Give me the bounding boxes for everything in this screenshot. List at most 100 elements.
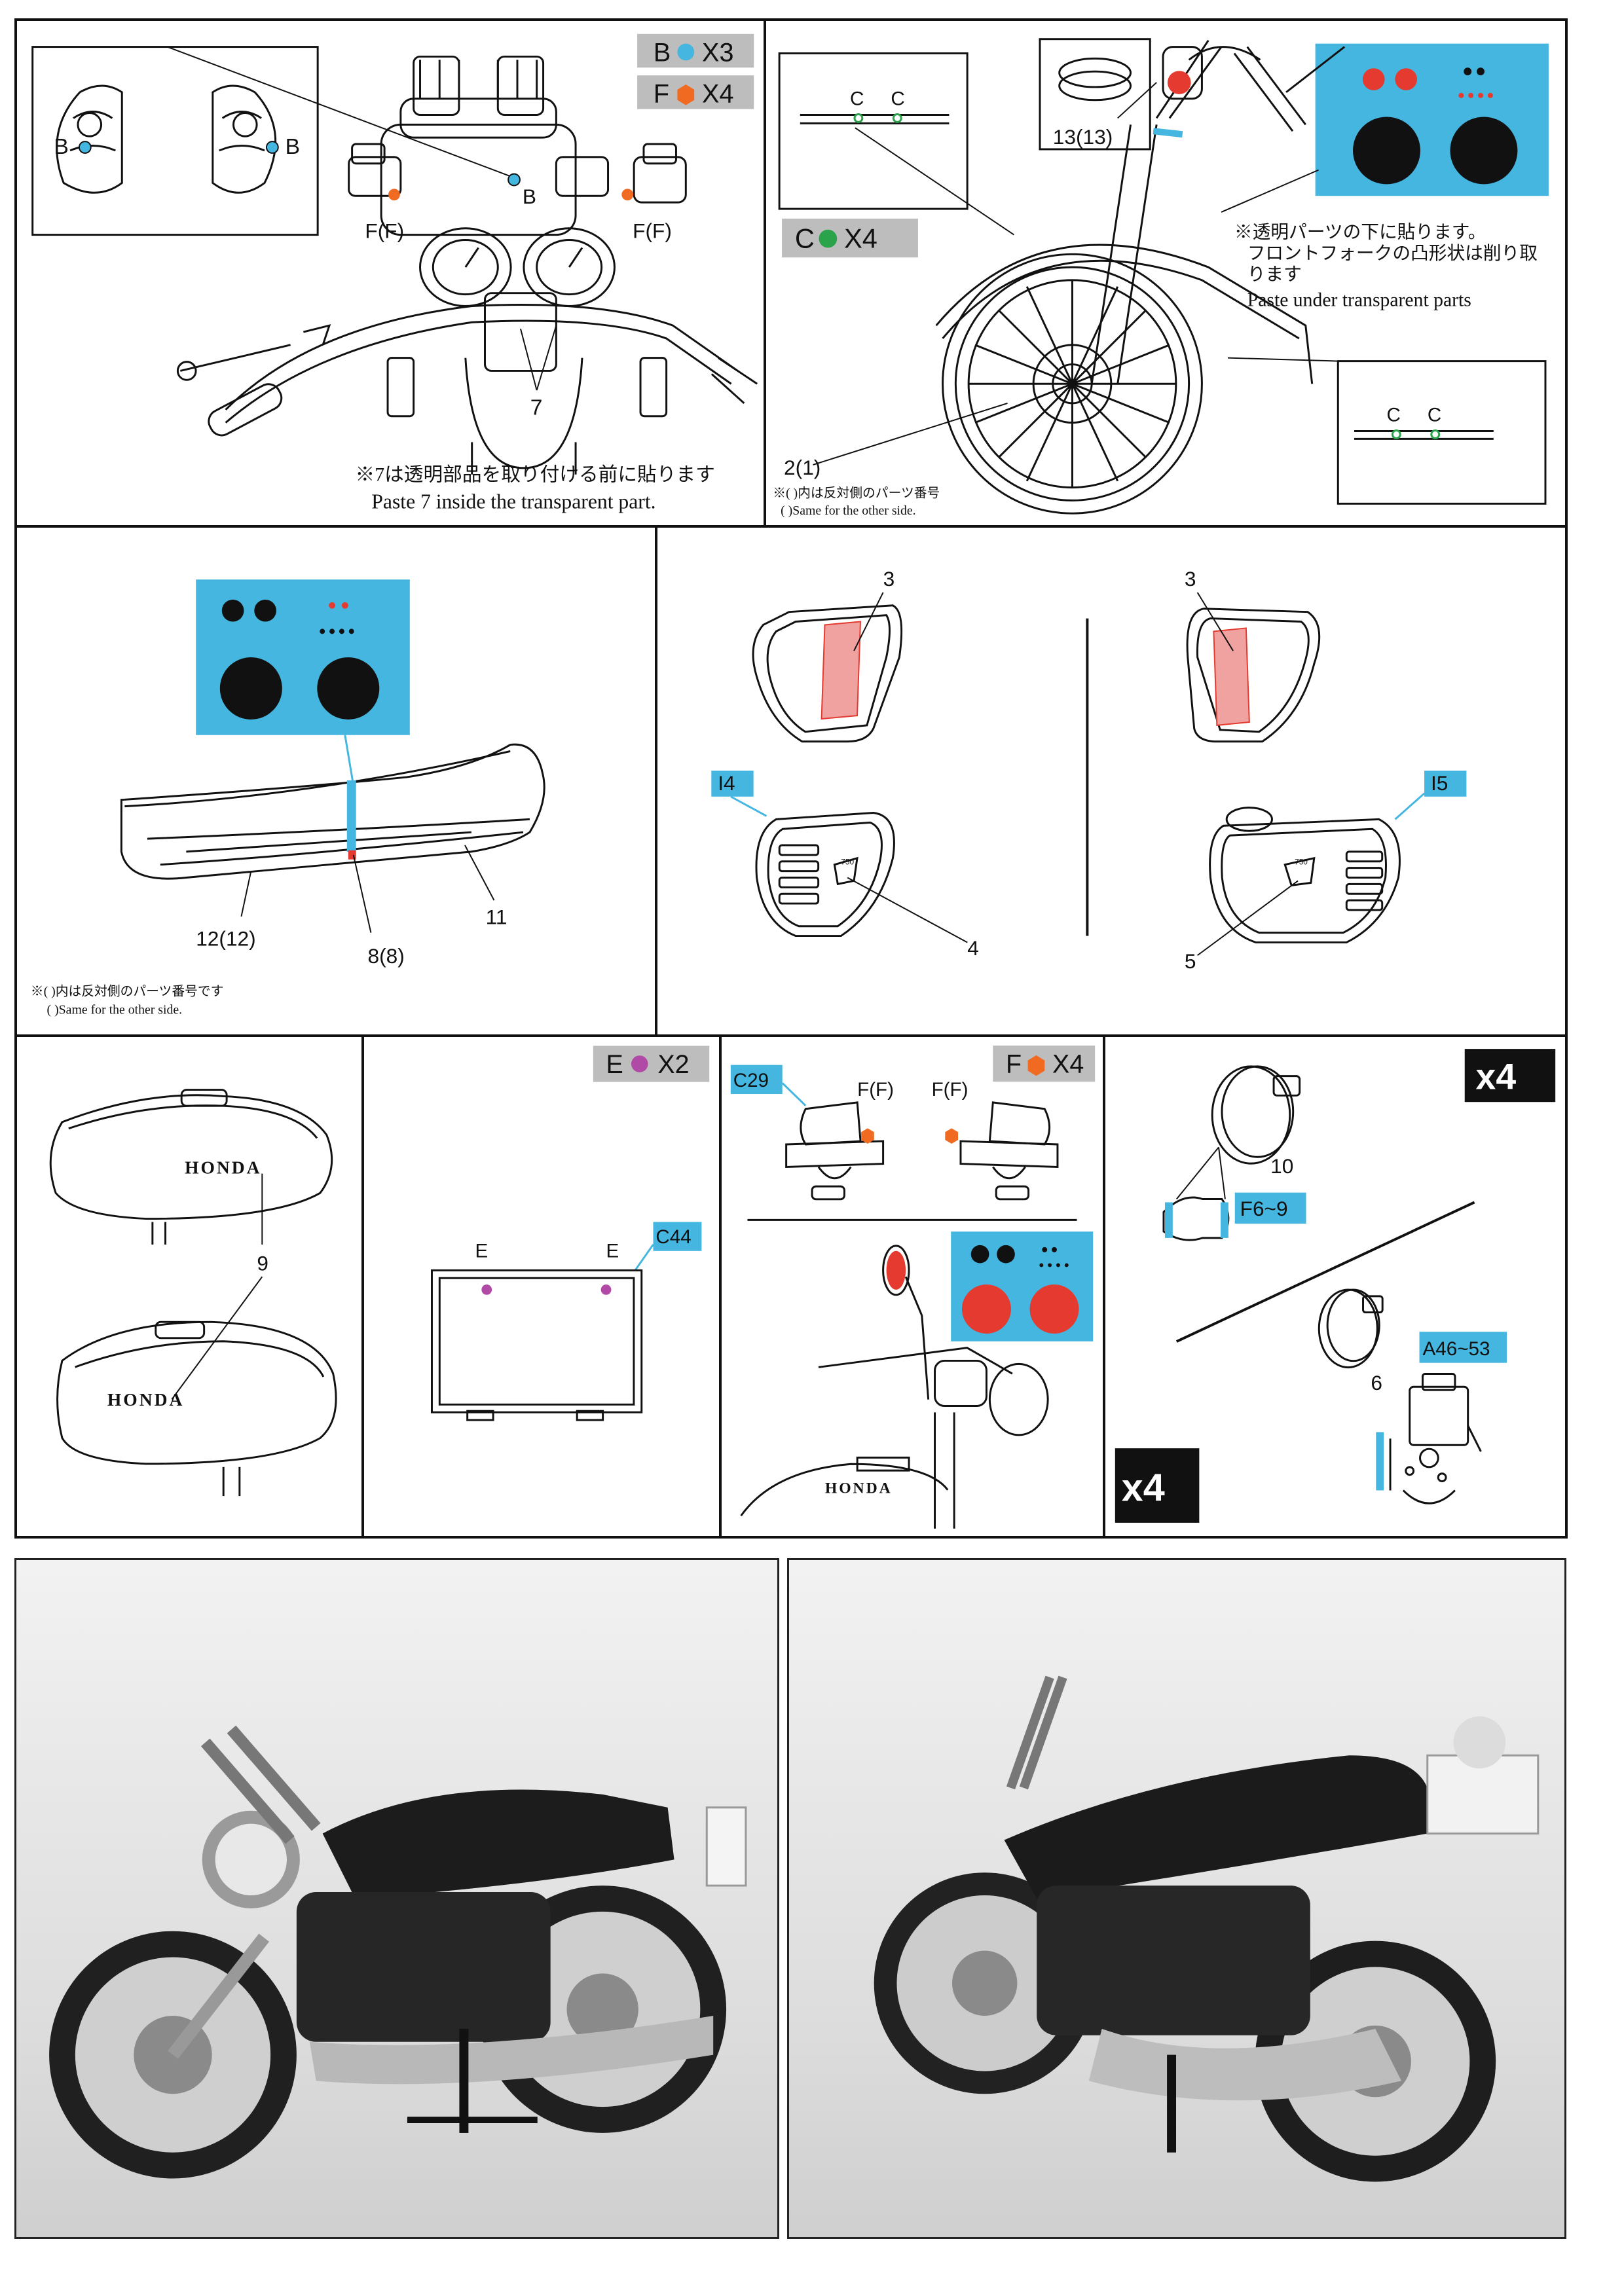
step-panel-side-covers: 3 3 I4 750 4 I5 750 5 <box>655 525 1568 1037</box>
label-b: B <box>286 135 300 159</box>
f6-band <box>1164 1202 1173 1238</box>
c-marker <box>853 113 864 123</box>
label-c: C <box>1428 405 1441 426</box>
brand-tank: HONDA <box>825 1480 893 1497</box>
tag-c29 <box>730 1065 783 1095</box>
side-note-en: ( )Same for the other side. <box>781 503 916 518</box>
note-jp-3: ります <box>1247 264 1302 284</box>
count-f: X4 <box>1052 1049 1084 1078</box>
side-note-en: ( )Same for the other side. <box>47 1002 183 1017</box>
step-panel-seat: 12(12) 8(8) 11 ※( )内は反対側のパーツ番号です ( )Same… <box>14 525 657 1037</box>
multiplier-badge <box>1464 1049 1556 1102</box>
left-side-frame <box>752 604 903 743</box>
label-5: 5 <box>1185 949 1196 973</box>
seat-strip-decal <box>346 780 356 852</box>
brand-upper: HONDA <box>185 1157 261 1178</box>
part-e: E <box>606 1050 623 1079</box>
label-11: 11 <box>486 905 507 929</box>
left-side-cover <box>755 812 895 938</box>
label-7: 7 <box>530 396 543 420</box>
right-side-frame <box>1186 608 1321 743</box>
f-nut-marker <box>388 189 400 201</box>
a46-band <box>1376 1432 1384 1491</box>
part-f: F <box>654 80 669 109</box>
leader-line <box>167 46 511 177</box>
assembled-model-photo-left <box>14 1558 779 2239</box>
plate-frame <box>430 1269 643 1421</box>
tag-i4 <box>711 771 754 797</box>
label-4: 4 <box>967 936 979 960</box>
part-c: C <box>795 223 815 253</box>
label-ff-left: F(F) <box>365 219 404 243</box>
clamp-10 <box>1211 1065 1301 1165</box>
divider <box>1175 1201 1475 1343</box>
decal-3-left <box>821 621 861 720</box>
label-ff-right: F(F) <box>633 219 672 243</box>
label-e-left: E <box>475 1241 488 1262</box>
f-nut-marker <box>861 1128 874 1144</box>
label-2: 2(1) <box>784 456 821 479</box>
tag-a46 <box>1419 1332 1507 1363</box>
multiplier-top: x4 <box>1476 1056 1517 1097</box>
label-9: 9 <box>257 1251 268 1275</box>
b-screw-marker <box>265 141 279 154</box>
part-a46: A46~53 <box>1422 1338 1490 1360</box>
f-nut-marker <box>945 1128 959 1144</box>
label-10: 10 <box>1270 1154 1293 1178</box>
c-marker <box>1391 429 1401 439</box>
label-3-left: 3 <box>883 567 895 591</box>
tag-b <box>637 33 754 68</box>
note-jp-1: ※透明パーツの下に貼ります。 <box>1234 222 1486 242</box>
label-c: C <box>891 88 904 110</box>
b-screw-marker <box>507 173 521 187</box>
ring-13-marker <box>1153 128 1183 138</box>
label-e-right: E <box>606 1241 619 1262</box>
motorcycle-photo-right <box>874 1675 1540 2182</box>
step-panel-signals: F X4 C29 F(F) F(F) HONDA <box>719 1034 1105 1539</box>
count-c: X4 <box>844 223 877 253</box>
b-screw-marker <box>78 141 92 154</box>
f-nut-icon <box>1027 1055 1045 1076</box>
left-switch-housing <box>56 84 123 194</box>
note-jp-2: フロントフォークの凸形状は削り取 <box>1247 243 1538 263</box>
part-i4: I4 <box>718 771 735 795</box>
tag-f <box>637 75 754 109</box>
label-8: 8(8) <box>367 944 404 968</box>
f-nut-icon <box>677 84 695 105</box>
clamp-bracket <box>1389 1372 1482 1504</box>
brand-lower: HONDA <box>107 1389 184 1410</box>
label-6: 6 <box>1371 1371 1382 1394</box>
badge-750: 750 <box>1295 858 1308 867</box>
e-screw-marker <box>481 1285 492 1295</box>
step-panel-meters: B B B X3 F X4 <box>14 18 766 528</box>
step-panel-plate: E X2 C44 E E <box>361 1034 722 1539</box>
tag-i5 <box>1424 771 1467 797</box>
mirror-and-tank <box>740 1245 1049 1529</box>
tag-e <box>593 1046 710 1082</box>
part-c44: C44 <box>655 1226 691 1248</box>
clamp-6 <box>1318 1288 1384 1369</box>
label-b: B <box>54 135 68 159</box>
count-b: X3 <box>702 38 733 67</box>
inset-box-c-lower <box>1337 360 1547 505</box>
multiplier-bottom: x4 <box>1122 1465 1165 1509</box>
part-f6: F6~9 <box>1240 1197 1288 1220</box>
tank-lower <box>56 1321 337 1497</box>
tag-c44 <box>653 1222 702 1251</box>
e-screw-marker <box>600 1285 612 1295</box>
right-side-cover <box>1209 807 1401 943</box>
decal-3-right <box>1213 627 1250 726</box>
e-screw-icon <box>631 1055 648 1072</box>
part-c29: C29 <box>733 1070 769 1091</box>
c-marker <box>892 113 902 123</box>
inset-box <box>31 46 319 236</box>
note-jp: ※7は透明部品を取り付ける前に貼ります <box>356 464 715 486</box>
seat-red-decal <box>348 850 356 860</box>
inset-box-c <box>778 52 969 210</box>
side-note-jp: ※( )内は反対側のパーツ番号 <box>773 486 940 500</box>
mirror-red-decal <box>886 1250 906 1290</box>
red-reflector-marker <box>1167 71 1191 94</box>
label-b-center: B <box>523 185 536 208</box>
badge-750: 750 <box>841 858 854 867</box>
right-switch-housing <box>212 84 277 194</box>
